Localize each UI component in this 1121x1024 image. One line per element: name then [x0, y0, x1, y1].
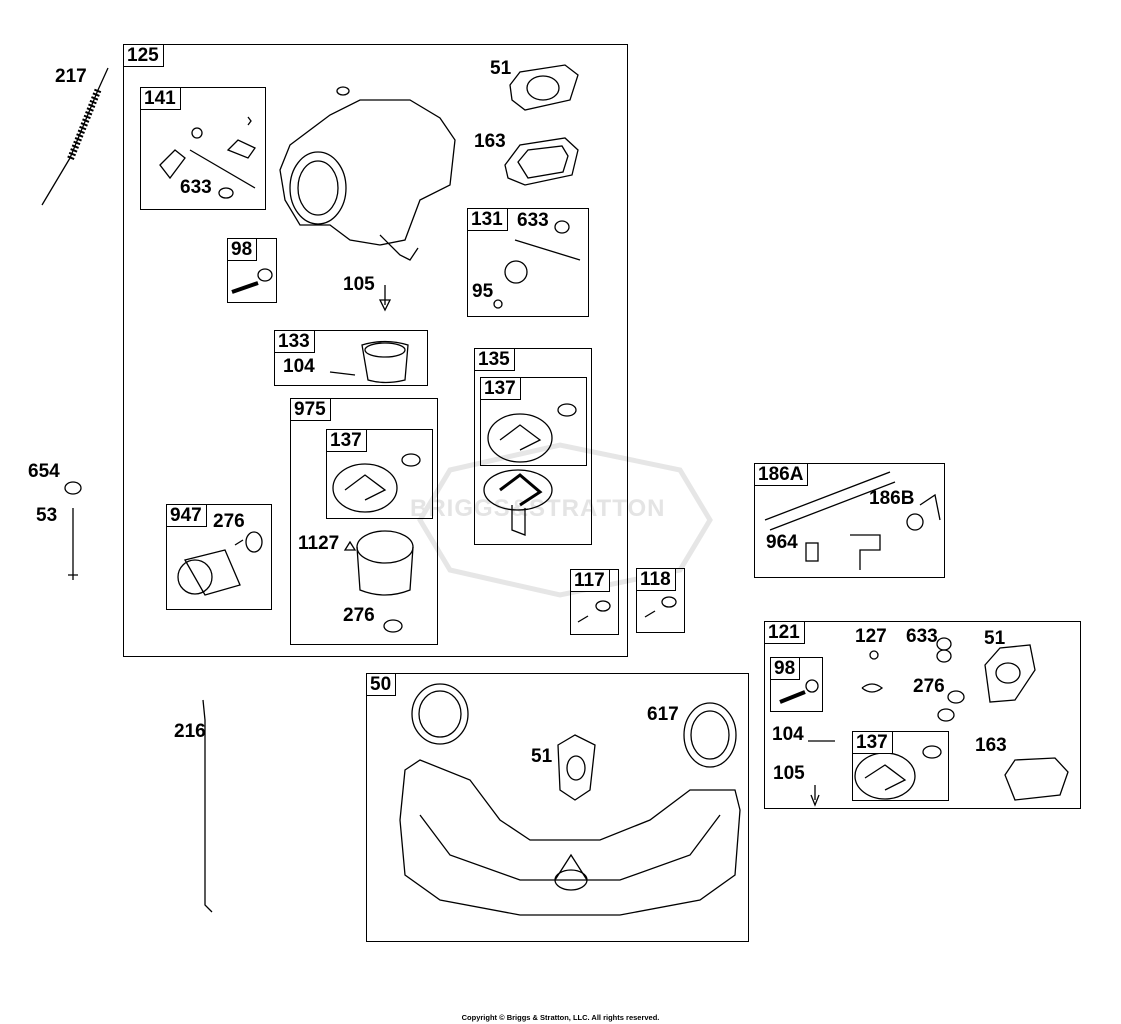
part-label-276-b: 276: [213, 511, 245, 532]
kit-box-137-lower: 137: [852, 731, 949, 801]
kit-box-975: 975: [290, 398, 438, 645]
kit-box-135: 135: [474, 348, 592, 545]
kit-tag-137-mid: 137: [327, 430, 367, 452]
kit-tag-137-top: 137: [481, 378, 521, 400]
kit-tag-98-lower: 98: [771, 658, 801, 680]
kit-box-133: 133: [274, 330, 428, 386]
part-label-105-b: 105: [773, 763, 805, 784]
kit-tag-50: 50: [367, 674, 397, 696]
part-label-617: 617: [647, 704, 679, 725]
brand-watermark: BRIGGS&STRATTON: [410, 495, 666, 522]
kit-tag-125: 125: [124, 45, 164, 67]
kit-tag-186A: 186A: [755, 464, 809, 486]
kit-box-98: 98: [227, 238, 277, 303]
part-label-964: 964: [766, 532, 798, 553]
kit-tag-975: 975: [291, 399, 331, 421]
part-label-163-b: 163: [975, 735, 1007, 756]
part-label-276-c: 276: [913, 676, 945, 697]
kit-box-186A: 186A: [754, 463, 945, 578]
kit-tag-118: 118: [637, 569, 676, 591]
kit-tag-141: 141: [141, 88, 181, 110]
part-label-105: 105: [343, 274, 375, 295]
copyright-notice: Copyright © Briggs & Stratton, LLC. All …: [461, 1013, 660, 1022]
part-label-163: 163: [474, 131, 506, 152]
kit-box-118: 118: [636, 568, 685, 633]
part-label-186B: 186B: [869, 488, 915, 509]
kit-tag-121: 121: [765, 622, 805, 644]
kit-tag-117: 117: [571, 570, 610, 592]
kit-box-50: 50: [366, 673, 749, 942]
part-label-633-b: 633: [517, 210, 549, 231]
kit-tag-133: 133: [275, 331, 315, 353]
part-label-276: 276: [343, 605, 375, 626]
part-label-104: 104: [283, 356, 315, 377]
kit-box-117: 117: [570, 569, 619, 635]
kit-tag-135: 135: [475, 349, 515, 371]
kit-box-125: 125: [123, 44, 628, 657]
part-label-51: 51: [490, 58, 512, 79]
kit-tag-947: 947: [167, 505, 207, 527]
part-label-633-c: 633: [906, 626, 938, 647]
part-label-633: 633: [180, 177, 212, 198]
part-label-1127: 1127: [298, 533, 340, 554]
kit-box-141: 141: [140, 87, 266, 210]
part-label-654: 654: [28, 461, 60, 482]
kit-box-98-lower: 98: [770, 657, 823, 712]
part-label-127: 127: [855, 626, 887, 647]
kit-box-131: 131: [467, 208, 589, 317]
part-label-216: 216: [174, 721, 206, 742]
kit-box-947: 947: [166, 504, 272, 610]
kit-box-137-mid: 137: [326, 429, 433, 519]
kit-box-121: 121: [764, 621, 1081, 809]
kit-box-137-top: 137: [480, 377, 587, 466]
part-label-51-b: 51: [984, 628, 1006, 649]
part-label-104-b: 104: [772, 724, 804, 745]
kit-tag-98: 98: [228, 239, 258, 261]
part-label-217: 217: [55, 66, 87, 87]
part-label-51-c: 51: [531, 746, 553, 767]
part-label-53: 53: [36, 505, 58, 526]
part-label-95: 95: [472, 281, 494, 302]
kit-tag-137-lower: 137: [853, 732, 893, 754]
kit-tag-131: 131: [468, 209, 508, 231]
